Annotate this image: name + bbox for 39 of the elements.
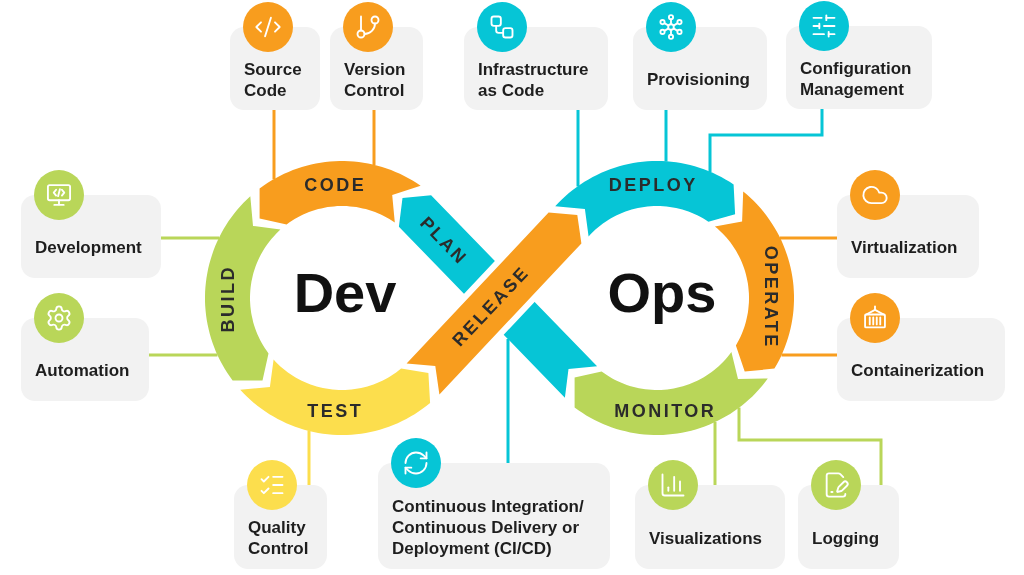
connector-line [576,110,580,187]
connector-line [307,430,311,485]
topic-label: Virtualization [851,237,959,258]
topic-label: Logging [812,527,881,549]
stage-label: CODE [303,176,367,194]
connector-line [781,353,837,357]
cycle-arrow-segment [204,195,282,382]
connector-line [713,422,717,485]
connector-line [161,236,219,240]
connector-line [506,339,510,463]
topic-label: Infrastructure as Code [478,58,590,101]
topic-label: Continuous Integration/ Continuous Delivery or Deployment (CI/CD) [392,495,585,559]
cycle-arrow-segment [554,160,737,238]
cycle-arrow-segment [239,358,432,436]
stage-label: MONITOR [613,402,717,420]
stage-label: BUILD [219,265,237,335]
topic-label: Version Control [344,58,407,101]
center-label: Dev [293,265,397,321]
connector-line [149,353,218,357]
cycle-arrow-segment [713,190,795,373]
connector-line [737,407,883,485]
connector-line [272,110,276,180]
topic-label: Visualizations [649,527,764,549]
topic-label: Quality Control [248,517,310,559]
topic-label: Automation [35,360,131,381]
cycle-arrow-segment [573,351,769,436]
connector-line [708,109,824,172]
stage-label: TEST [306,402,364,420]
stage-label: OPERATE [762,244,780,349]
cycle-arrow-segment [258,160,422,226]
connector-line [372,110,376,165]
connector-line [780,236,837,240]
topic-label: Configuration Management [800,57,913,100]
topic-label: Development [35,237,143,258]
topic-label: Provisioning [647,69,751,90]
topic-label: Containerization [851,360,986,381]
connector-line [664,110,668,162]
stage-label: DEPLOY [607,176,698,194]
topic-label: Source Code [244,58,303,101]
